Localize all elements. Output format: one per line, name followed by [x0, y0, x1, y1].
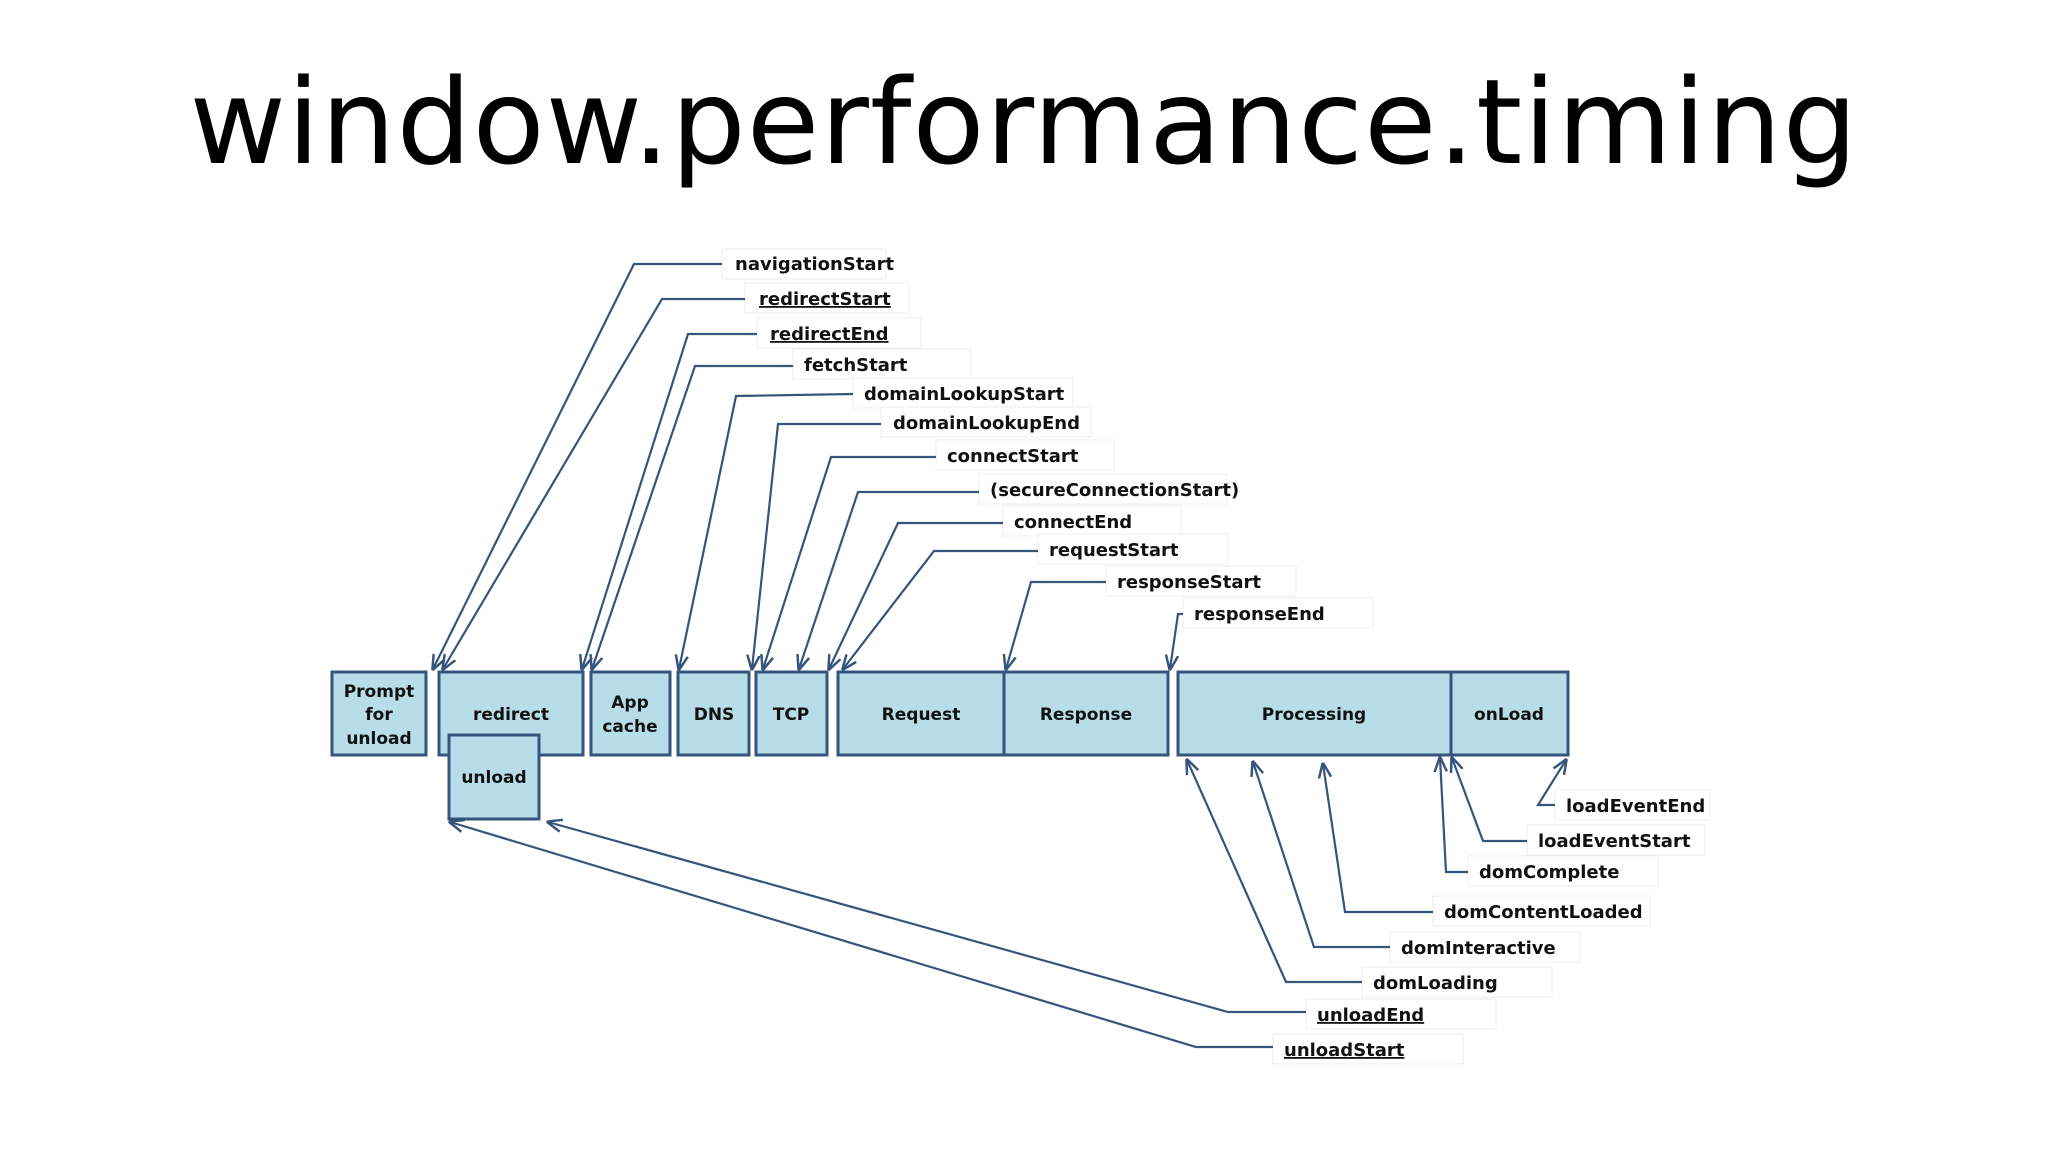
event-label-redirect-start: redirectStart [759, 289, 891, 310]
event-label-unload-end: unloadEnd [1317, 1005, 1424, 1026]
event-request-start: requestStart [1037, 533, 1229, 565]
leader-dom-complete [1440, 758, 1468, 874]
event-connect-start: connectStart [935, 439, 1115, 471]
leader-domain-lookup-start [679, 392, 854, 669]
leader-unload-end [548, 822, 1306, 1014]
phase-label-response: Response [1040, 705, 1132, 725]
event-label-response-end: responseEnd [1194, 604, 1325, 625]
phase-tcp: TCP [754, 670, 829, 757]
phase-label-for: for [365, 705, 393, 725]
event-label-fetch-start: fetchStart [804, 355, 908, 376]
event-dom-complete: domComplete [1467, 855, 1659, 887]
event-label-secure-connection-start: (secureConnectionStart) [990, 480, 1239, 501]
event-redirect-end: redirectEnd [756, 317, 922, 349]
event-secure-connection-start: (secureConnectionStart) [978, 473, 1239, 505]
event-label-dom-loading: domLoading [1373, 973, 1498, 994]
phase-label-app: App [611, 693, 649, 713]
event-response-end: responseEnd [1182, 597, 1374, 629]
leader-domain-lookup-end [752, 422, 881, 669]
event-fetch-start: fetchStart [792, 348, 972, 380]
leader-fetch-start [592, 364, 793, 669]
phase-label-dns: DNS [694, 705, 735, 725]
event-label-dom-complete: domComplete [1479, 862, 1619, 883]
event-load-event-start: loadEventStart [1526, 824, 1706, 856]
phase-request: Request [836, 670, 1006, 757]
phase-label-prompt: Prompt [344, 682, 415, 702]
phase-label-unload-word: unload [346, 729, 411, 749]
event-dom-loading: domLoading [1361, 966, 1553, 998]
phase-onload: onLoad [1449, 670, 1570, 757]
leader-unload-start [450, 822, 1273, 1049]
event-label-load-event-end: loadEventEnd [1566, 796, 1705, 817]
leader-secure-connection-start [799, 490, 979, 669]
event-navigation-start: navigationStart [721, 248, 894, 280]
event-label-domain-lookup-end: domainLookupEnd [893, 413, 1080, 434]
event-label-request-start: requestStart [1049, 540, 1179, 561]
event-label-connect-end: connectEnd [1014, 512, 1132, 533]
leader-dom-loading [1187, 760, 1362, 984]
phase-label-processing: Processing [1262, 705, 1366, 725]
leader-connect-end [829, 521, 1003, 669]
event-domain-lookup-start: domainLookupStart [852, 377, 1074, 409]
event-dom-interactive: domInteractive [1389, 931, 1581, 963]
leader-response-end [1170, 612, 1183, 669]
phase-label-tcp: TCP [773, 705, 810, 725]
leader-dom-interactive [1253, 762, 1390, 949]
event-label-navigation-start: navigationStart [735, 254, 894, 275]
phase-unload: unload [447, 733, 541, 821]
leader-navigation-start [433, 262, 722, 669]
phase-label-onload: onLoad [1474, 705, 1544, 725]
event-response-start: responseStart [1105, 565, 1297, 597]
event-label-dom-content-loaded: domContentLoaded [1444, 902, 1643, 923]
event-load-event-end: loadEventEnd [1554, 789, 1711, 821]
event-label-domain-lookup-start: domainLookupStart [864, 384, 1065, 405]
phase-label-redirect: redirect [473, 705, 549, 725]
phase-processing: Processing [1176, 670, 1453, 757]
phase-dns: DNS [676, 670, 751, 757]
phase-label-request: Request [882, 705, 961, 725]
phase-label-cache: cache [602, 717, 657, 737]
phase-prompt-for-unload: Prompt for unload [330, 670, 428, 757]
leader-connect-start [763, 455, 936, 669]
leader-response-start [1006, 580, 1106, 669]
leader-load-event-end [1536, 760, 1566, 807]
leader-dom-content-loaded [1323, 764, 1433, 914]
phase-label-unload: unload [461, 768, 526, 788]
event-label-load-event-start: loadEventStart [1538, 831, 1691, 852]
event-connect-end: connectEnd [1002, 505, 1182, 537]
event-label-redirect-end: redirectEnd [770, 324, 889, 345]
phase-app-cache: App cache [589, 670, 672, 757]
event-label-unload-start: unloadStart [1284, 1040, 1405, 1061]
event-label-connect-start: connectStart [947, 446, 1079, 467]
phase-response: Response [1002, 670, 1170, 757]
event-dom-content-loaded: domContentLoaded [1432, 895, 1651, 927]
leader-redirect-start [443, 297, 745, 669]
leader-redirect-end [582, 332, 757, 669]
event-label-dom-interactive: domInteractive [1401, 938, 1556, 959]
event-redirect-start: redirectStart [744, 282, 910, 314]
leader-request-start [843, 549, 1038, 669]
event-unload-end: unloadEnd [1305, 998, 1497, 1030]
leader-load-event-start [1452, 758, 1527, 843]
event-label-response-start: responseStart [1117, 572, 1261, 593]
slide-title: window.performance.timing [189, 53, 1859, 191]
event-domain-lookup-end: domainLookupEnd [880, 406, 1092, 438]
event-unload-start: unloadStart [1272, 1033, 1464, 1065]
